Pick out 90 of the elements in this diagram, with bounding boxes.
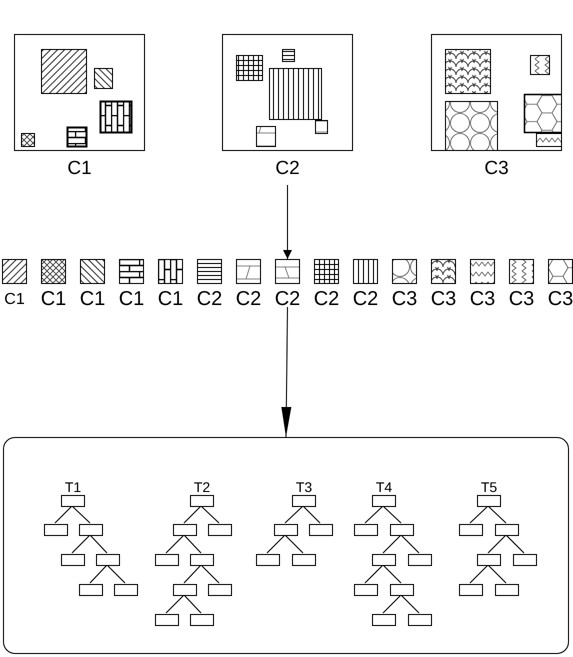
connector-line xyxy=(90,564,108,584)
tree-node xyxy=(408,614,432,626)
arrow xyxy=(281,306,292,438)
tree-node xyxy=(114,584,138,596)
connector-line xyxy=(72,534,90,554)
connector-line xyxy=(166,534,184,554)
connector-line xyxy=(488,564,506,584)
tree-node xyxy=(390,584,414,596)
tree-node xyxy=(155,614,179,626)
tree-node xyxy=(459,524,483,536)
connector-line xyxy=(184,534,202,554)
tree-node xyxy=(354,584,378,596)
tree-node xyxy=(96,554,120,566)
swatch-label: C1 xyxy=(158,289,184,309)
connector-line xyxy=(400,534,420,554)
tree-node xyxy=(256,554,280,566)
connector-line xyxy=(200,564,220,584)
cluster-label: C2 xyxy=(275,159,300,178)
swatch-label: C1 xyxy=(40,289,66,309)
connector-line xyxy=(400,594,420,614)
tree-node xyxy=(495,524,519,536)
tree-node xyxy=(513,554,537,566)
tree-node xyxy=(477,554,501,566)
tree-node xyxy=(459,584,483,596)
tree-label: T1 xyxy=(64,480,82,494)
connector-line xyxy=(488,506,506,524)
tree-node xyxy=(61,554,85,566)
connector-line xyxy=(506,534,524,554)
tree-node xyxy=(155,554,179,566)
tree-node xyxy=(173,524,197,536)
swatch-label: C1 xyxy=(4,292,25,308)
tree-node xyxy=(208,524,232,536)
swatch-label: C2 xyxy=(352,289,378,309)
connector-line xyxy=(470,564,488,584)
swatch-label: C3 xyxy=(430,289,456,309)
connector-line xyxy=(72,506,90,524)
tree-label: T5 xyxy=(480,480,498,494)
connector-line xyxy=(284,534,304,554)
connector-line xyxy=(184,594,202,614)
tree-node xyxy=(372,554,396,566)
connector-line xyxy=(382,506,402,524)
connector-line xyxy=(166,594,184,614)
connector-line xyxy=(266,534,286,554)
tree-node xyxy=(372,614,396,626)
arrow xyxy=(283,184,292,260)
tree-node xyxy=(79,584,103,596)
tree-node xyxy=(309,524,333,536)
tree-node xyxy=(390,524,414,536)
swatch-label: C2 xyxy=(236,289,262,309)
connector-line xyxy=(200,506,220,524)
swatch-label: C3 xyxy=(470,289,496,309)
tree-node xyxy=(495,584,519,596)
tree-label: T2 xyxy=(194,480,210,494)
tree-node xyxy=(44,524,68,536)
tree-label: T4 xyxy=(376,480,392,494)
connector-line xyxy=(302,506,320,524)
connector-line xyxy=(184,564,202,584)
swatch-label: C2 xyxy=(274,289,300,309)
connector-line xyxy=(470,506,488,524)
connector-line xyxy=(284,506,304,524)
connector-line xyxy=(106,564,126,584)
swatch-label: C2 xyxy=(196,289,222,309)
tree-node xyxy=(292,554,316,566)
swatch-label: C3 xyxy=(392,289,418,309)
swatch-label: C3 xyxy=(548,289,573,309)
connector-line xyxy=(364,506,384,524)
tree-label: T3 xyxy=(296,480,312,494)
tree-node xyxy=(173,584,197,596)
connector-line xyxy=(90,534,108,554)
tree-node xyxy=(190,614,214,626)
swatch-label: C3 xyxy=(508,289,534,309)
tree-node xyxy=(190,554,214,566)
tree-node xyxy=(354,524,378,536)
connector-line xyxy=(382,564,402,584)
connector-line xyxy=(184,506,202,524)
tree-node xyxy=(208,584,232,596)
cluster-label: C1 xyxy=(67,159,92,178)
connector-line xyxy=(382,534,402,554)
connector-line xyxy=(382,594,402,614)
tree-container xyxy=(3,437,569,654)
tree-node xyxy=(274,524,298,536)
tree-node xyxy=(408,554,432,566)
connector-line xyxy=(364,564,384,584)
cluster-label: C3 xyxy=(484,159,509,178)
tree-node xyxy=(79,524,103,536)
swatch-label: C2 xyxy=(314,289,340,309)
swatch-label: C1 xyxy=(118,289,144,309)
connector-line xyxy=(54,506,72,524)
connector-line xyxy=(488,534,506,554)
swatch-label: C1 xyxy=(80,289,106,309)
